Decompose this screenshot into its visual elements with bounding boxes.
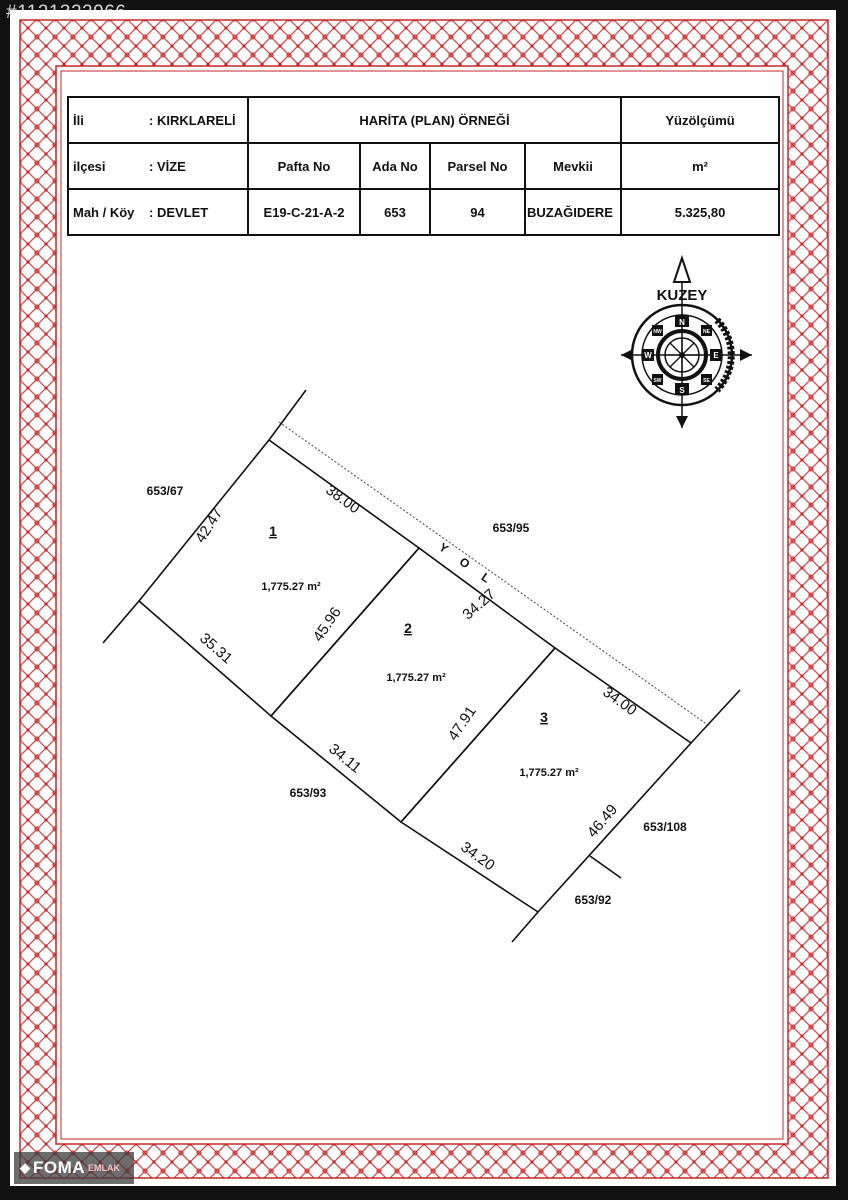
il-label: İli <box>73 112 84 128</box>
compass-ne: NE <box>703 329 711 335</box>
ada-value: 653 <box>359 188 431 236</box>
parcel-boundaries <box>102 389 741 943</box>
dimension-34-20: 34.20 <box>457 838 497 874</box>
parsel-value: 94 <box>429 188 526 236</box>
ada-header: Ada No <box>359 142 431 190</box>
neighbor-653-108: 653/108 <box>643 820 687 834</box>
il-value: : KIRKLARELİ <box>149 112 236 128</box>
parcel-3-number: 3 <box>540 709 548 725</box>
neighbor-653-92: 653/92 <box>575 893 612 907</box>
compass-s: S <box>679 386 685 395</box>
mevkii-header: Mevkii <box>523 142 623 190</box>
dimension-34-11: 34.11 <box>325 740 364 776</box>
compass-rose: N S E W NW NE SW SE KUZEY <box>621 254 752 428</box>
parcel-2-area: 1,775.27 m² <box>386 672 446 684</box>
logo-icon: ◆ <box>20 1160 30 1175</box>
watermark-sub: EMLAK <box>88 1163 121 1173</box>
watermark-logo: ◆ FOMA EMLAK <box>14 1152 134 1184</box>
ilce-value: : VİZE <box>149 158 186 174</box>
parcel-1-boundary <box>137 438 421 718</box>
parcel-1-area: 1,775.27 m² <box>261 581 321 593</box>
parcel-info-table: İli : KIRKLARELİ HARİTA (PLAN) ÖRNEĞİ Yüz… <box>67 96 781 236</box>
mah-label: Mah / Köy <box>73 204 135 220</box>
road-edge <box>278 421 709 726</box>
area-value: 5.325,80 <box>620 188 781 236</box>
compass-e: E <box>713 351 719 360</box>
parcel-map: N S E W NW NE SW SE KUZEY Y O L 1 1,775.… <box>102 254 752 943</box>
compass-nw: NW <box>653 329 662 335</box>
parsel-header: Parsel No <box>429 142 526 190</box>
dimension-34-00: 34.00 <box>599 683 639 719</box>
map-sheet: İli : KIRKLARELİ HARİTA (PLAN) ÖRNEĞİ Yüz… <box>10 10 836 1186</box>
compass-sw: SW <box>653 378 661 384</box>
dimension-35-31: 35.31 <box>196 630 235 667</box>
mevkii-value: BUZAĞIDERE <box>523 188 623 236</box>
area-unit: m² <box>620 142 781 190</box>
mah-cell: Mah / Köy : DEVLET <box>67 188 249 236</box>
pafta-value: E19-C-21-A-2 <box>247 188 361 236</box>
pafta-header: Pafta No <box>247 142 361 190</box>
neighbor-653-93: 653/93 <box>290 786 327 800</box>
ilce-cell: ilçesi : VİZE <box>67 142 249 190</box>
parcel-2-number: 2 <box>404 620 412 636</box>
mah-value: : DEVLET <box>149 204 209 220</box>
dimension-42-47: 42.47 <box>192 505 226 546</box>
compass-se: SE <box>703 378 710 384</box>
parcel-3-boundary <box>399 646 693 914</box>
dimension-46-49: 46.49 <box>584 801 621 841</box>
neighbor-653-67: 653/67 <box>147 484 184 498</box>
ilce-label: ilçesi <box>73 158 106 174</box>
north-arrow-icon <box>672 254 692 283</box>
compass-w: W <box>644 351 652 360</box>
road-label: Y O L <box>436 540 498 590</box>
compass-label: KUZEY <box>657 287 708 304</box>
watermark-brand: FOMA <box>33 1158 86 1177</box>
neighbor-653-95: 653/95 <box>493 521 530 535</box>
compass-n: N <box>679 318 685 327</box>
map-title: HARİTA (PLAN) ÖRNEĞİ <box>246 96 623 144</box>
dimension-38-00: 38.00 <box>322 481 362 517</box>
area-title: Yüzölçümü <box>620 96 781 144</box>
decorative-border <box>19 19 829 1179</box>
il-cell: İli : KIRKLARELİ <box>67 96 249 144</box>
parcel-3-area: 1,775.27 m² <box>519 767 579 779</box>
parcel-1-number: 1 <box>269 523 277 539</box>
